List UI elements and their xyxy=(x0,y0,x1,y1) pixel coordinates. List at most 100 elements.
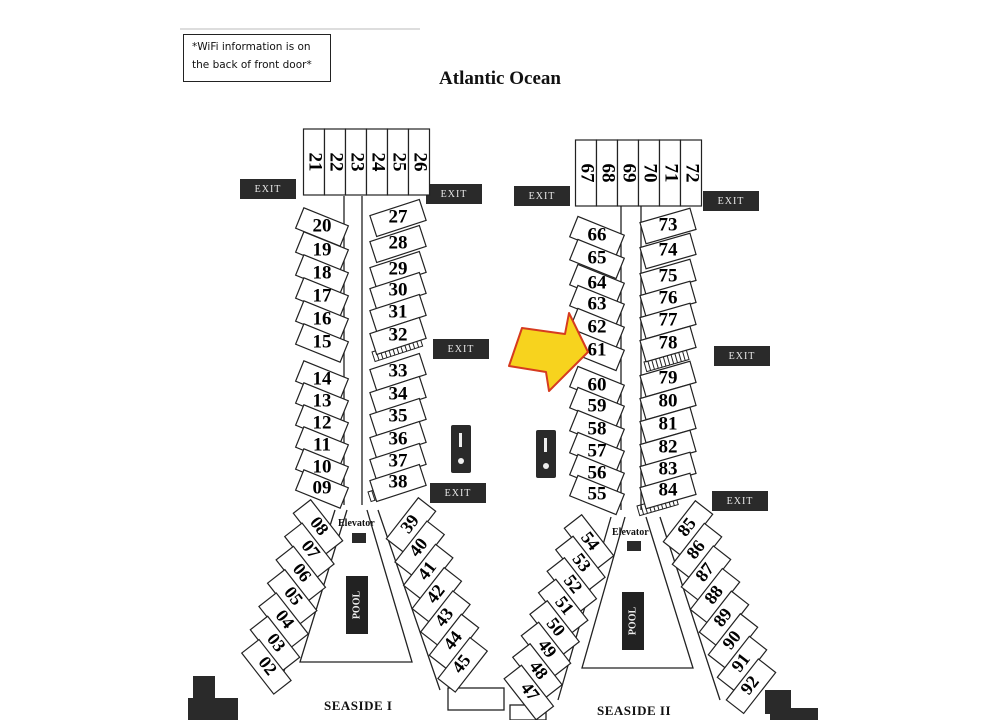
unit-75: 75 xyxy=(639,258,697,296)
unit-number: 11 xyxy=(313,434,331,455)
unit-27: 27 xyxy=(369,198,427,238)
unit-number: 64 xyxy=(588,272,608,293)
unit-84: 84 xyxy=(639,472,697,510)
unit-number: 60 xyxy=(588,374,607,395)
unit-number: 73 xyxy=(659,214,678,235)
unit-number: 18 xyxy=(313,262,332,283)
wifi-note: *WiFi information is on the back of fron… xyxy=(183,34,331,82)
unit-number: 70 xyxy=(640,164,661,183)
unit-02: 02 xyxy=(240,638,292,695)
unit-65: 65 xyxy=(568,238,626,280)
unit-23: 23 xyxy=(344,128,368,196)
unit-37: 37 xyxy=(369,442,427,482)
unit-number: 78 xyxy=(659,332,678,353)
unit-number: 79 xyxy=(659,367,678,388)
wifi-note-line-1: *WiFi information is on xyxy=(192,41,311,53)
exit-sign: EXIT xyxy=(426,184,482,204)
map-title: Atlantic Ocean xyxy=(439,68,561,89)
unit-78: 78 xyxy=(639,325,697,363)
unit-number: 82 xyxy=(659,436,678,457)
unit-number: 80 xyxy=(659,390,678,411)
unit-number: 57 xyxy=(588,440,608,461)
unit-number: 34 xyxy=(389,383,409,404)
unit-number: 09 xyxy=(313,477,332,498)
unit-70: 70 xyxy=(637,139,661,207)
pool-label: POOL xyxy=(627,607,638,636)
unit-number: 36 xyxy=(389,428,408,449)
unit-15: 15 xyxy=(294,323,350,363)
unit-number: 74 xyxy=(659,239,679,260)
unit-number: 31 xyxy=(389,301,408,322)
unit-number: 63 xyxy=(588,293,607,314)
unit-11: 11 xyxy=(294,426,350,466)
unit-number: 66 xyxy=(588,224,607,245)
unit-number: 13 xyxy=(313,390,332,411)
unit-38: 38 xyxy=(369,463,427,503)
unit-71: 71 xyxy=(658,139,682,207)
unit-number: 16 xyxy=(313,308,332,329)
unit-number: 25 xyxy=(389,153,410,172)
unit-number: 83 xyxy=(659,458,678,479)
unit-55: 55 xyxy=(568,474,626,516)
unit-18: 18 xyxy=(294,254,350,294)
unit-22: 22 xyxy=(323,128,347,196)
unit-number: 30 xyxy=(389,279,408,300)
unit-number: 56 xyxy=(588,462,607,483)
unit-number: 61 xyxy=(588,339,607,360)
unit-number: 76 xyxy=(659,287,678,308)
unit-74: 74 xyxy=(639,232,697,270)
unit-number: 20 xyxy=(313,215,332,236)
unit-number: 28 xyxy=(389,232,408,253)
utility-marks xyxy=(458,433,549,469)
unit-32: 32 xyxy=(369,316,427,356)
unit-number: 65 xyxy=(588,247,607,268)
unit-number: 84 xyxy=(659,479,679,500)
unit-number: 55 xyxy=(588,483,607,504)
unit-26: 26 xyxy=(407,128,431,196)
unit-number: 69 xyxy=(619,164,640,183)
unit-number: 10 xyxy=(313,456,332,477)
unit-57: 57 xyxy=(568,431,626,473)
exit-sign: EXIT xyxy=(430,483,486,503)
unit-69: 69 xyxy=(616,139,640,207)
unit-number: 35 xyxy=(389,405,408,426)
building-label-seaside-1: SEASIDE I xyxy=(324,698,393,713)
wifi-note-line-2: the back of front door* xyxy=(192,59,312,71)
unit-72: 72 xyxy=(679,139,703,207)
unit-60: 60 xyxy=(568,365,626,407)
unit-number: 26 xyxy=(410,153,431,172)
exit-sign: EXIT xyxy=(433,339,489,359)
pool: POOL xyxy=(346,576,368,634)
unit-number: 24 xyxy=(368,153,389,173)
unit-number: 33 xyxy=(389,360,408,381)
unit-number: 22 xyxy=(326,153,347,172)
unit-number: 37 xyxy=(389,450,409,471)
unit-number: 59 xyxy=(588,395,607,416)
exit-sign: EXIT xyxy=(703,191,759,211)
unit-13: 13 xyxy=(294,382,350,422)
unit-number: 71 xyxy=(661,164,682,183)
unit-58: 58 xyxy=(568,409,626,451)
unit-number: 32 xyxy=(389,324,408,345)
pool: POOL xyxy=(622,592,644,650)
unit-30: 30 xyxy=(369,271,427,311)
unit-21: 21 xyxy=(302,128,326,196)
unit-number: 77 xyxy=(659,309,679,330)
unit-67: 67 xyxy=(574,139,598,207)
unit-63: 63 xyxy=(568,284,626,326)
unit-24: 24 xyxy=(365,128,389,196)
unit-10: 10 xyxy=(294,448,350,488)
elevator-label: Elevator xyxy=(612,527,649,538)
unit-68: 68 xyxy=(595,139,619,207)
unit-number: 68 xyxy=(598,164,619,183)
unit-number: 17 xyxy=(313,285,333,306)
exit-sign: EXIT xyxy=(712,491,768,511)
unit-number: 15 xyxy=(313,331,332,352)
unit-80: 80 xyxy=(639,383,697,421)
location-arrow-icon xyxy=(508,312,589,392)
unit-16: 16 xyxy=(294,300,350,340)
elevator-label: Elevator xyxy=(338,518,375,529)
unit-number: 12 xyxy=(313,412,332,433)
pool-label: POOL xyxy=(351,591,362,620)
